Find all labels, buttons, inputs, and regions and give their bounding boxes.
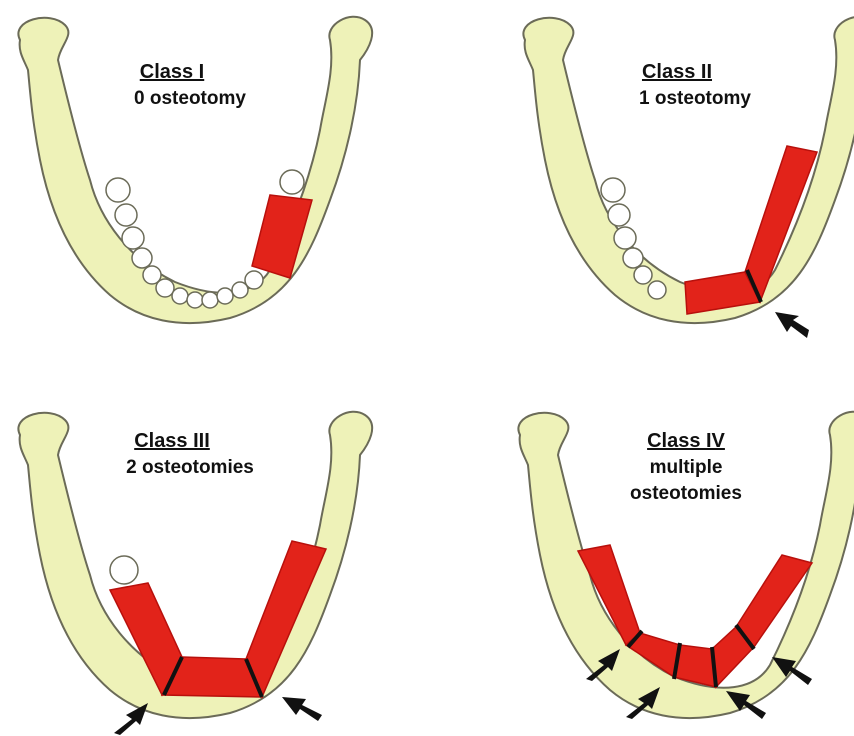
osteotomy-arrow: [114, 703, 148, 735]
osteotomy-arrow: [282, 697, 322, 721]
teeth-group: [110, 556, 138, 584]
panel-class-4: Class IV multiple osteotomies: [518, 412, 854, 719]
class-subtitle-line-1: multiple: [650, 457, 723, 478]
class-subtitle-line-2: osteotomies: [630, 483, 742, 504]
class-subtitle: 1 osteotomy: [639, 88, 751, 109]
class-subtitle: 2 osteotomies: [126, 457, 254, 478]
class-title: Class III: [134, 430, 210, 452]
panel-class-2: Class II 1 osteotomy: [523, 17, 854, 338]
class-title: Class II: [642, 61, 712, 83]
panel-class-3: Class III 2 osteotomies: [18, 412, 372, 735]
panel-class-1: Class I 0 osteotomy: [18, 17, 372, 323]
class-subtitle: 0 osteotomy: [134, 88, 246, 109]
osteotomy-arrow: [775, 312, 809, 338]
class-title: Class IV: [647, 430, 725, 452]
class-title: Class I: [140, 61, 204, 83]
